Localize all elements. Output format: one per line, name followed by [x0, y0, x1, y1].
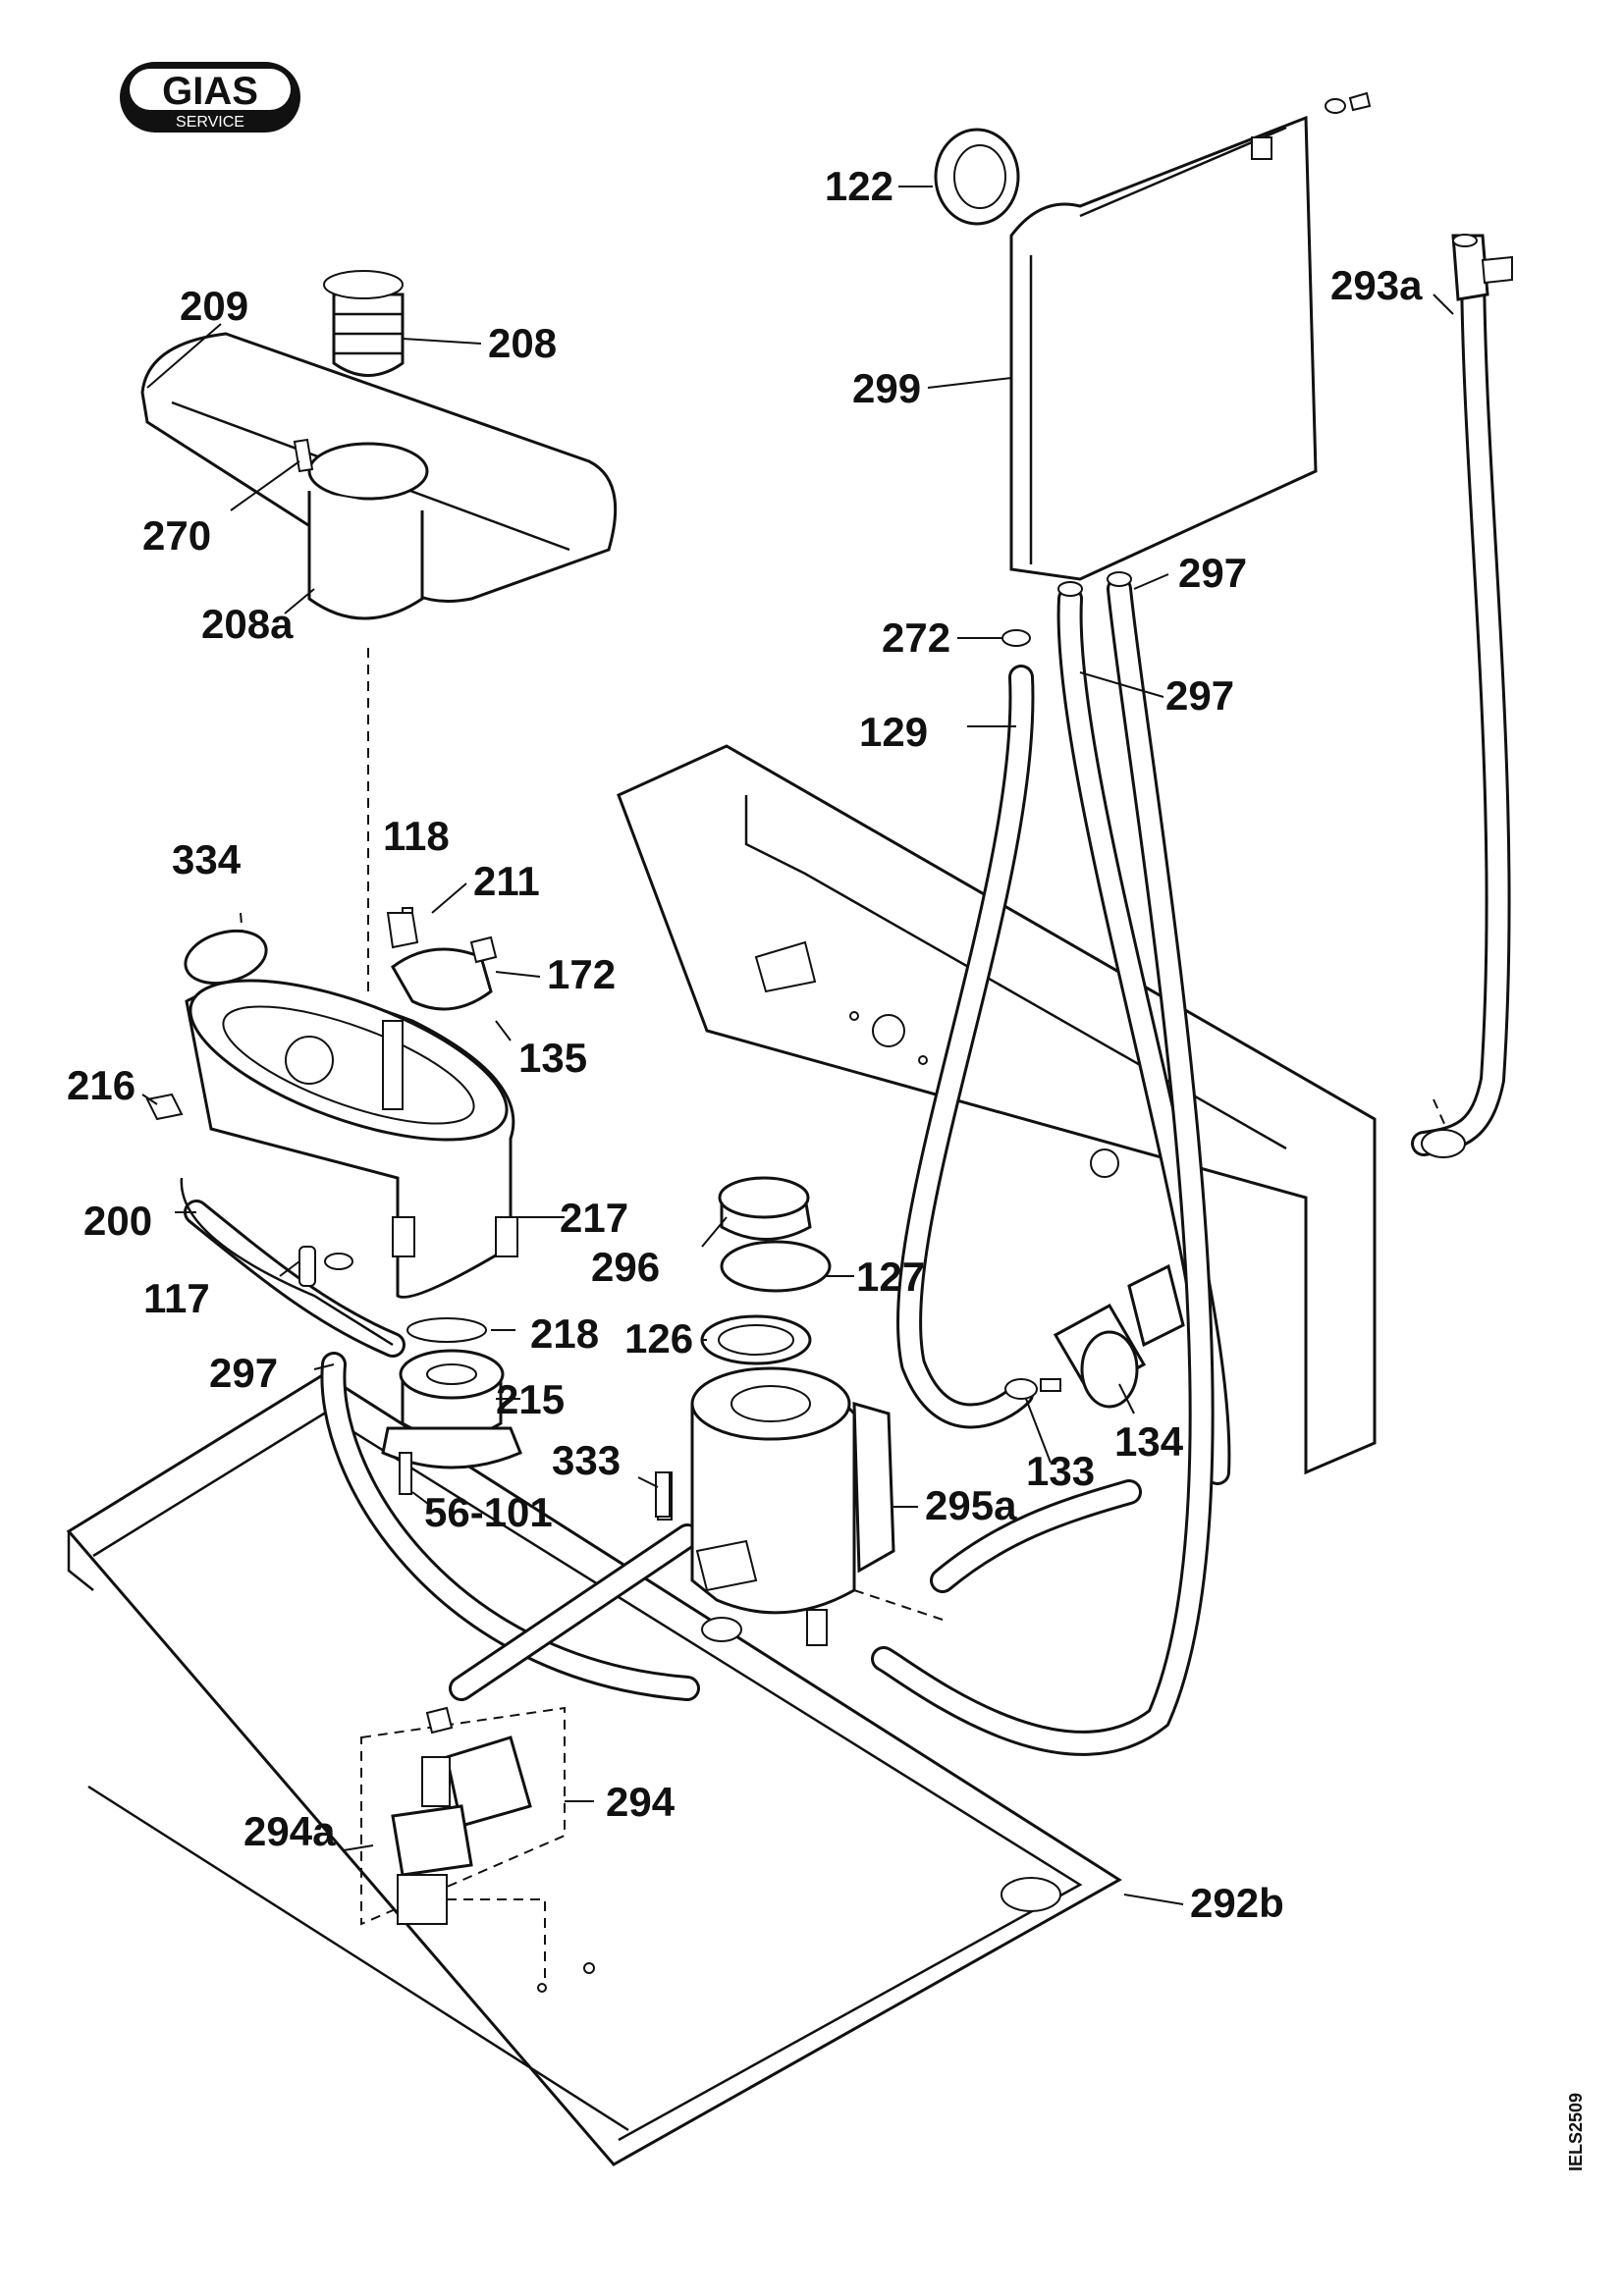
label-126: 126 — [624, 1315, 693, 1362]
label-296: 296 — [591, 1244, 660, 1290]
salt-container-lid — [140, 270, 618, 620]
small-parts-dispenser — [145, 907, 498, 1343]
label-292b: 292b — [1190, 1880, 1284, 1926]
label-56-101: 56-101 — [424, 1489, 553, 1535]
label-272: 272 — [882, 614, 950, 661]
cap-296 — [718, 1176, 812, 1241]
label-208: 208 — [488, 320, 557, 366]
logo-brand: GIAS — [162, 70, 258, 113]
label-297-mid: 297 — [1165, 672, 1234, 719]
label-294a: 294a — [243, 1808, 336, 1854]
label-172: 172 — [547, 951, 616, 997]
valve-294 — [360, 1706, 566, 1926]
leader-lines — [141, 186, 1454, 1905]
frame-panel — [617, 744, 1377, 1475]
label-297-low: 297 — [209, 1350, 278, 1396]
hose-clamp — [1107, 571, 1132, 587]
label-200: 200 — [83, 1198, 152, 1244]
inlet-hose-fitting — [1421, 234, 1513, 1158]
label-215: 215 — [496, 1376, 565, 1422]
dispenser-body — [185, 979, 518, 1299]
label-134: 134 — [1114, 1418, 1184, 1465]
sensor-333 — [655, 1471, 671, 1518]
pump-215 — [381, 1349, 522, 1495]
label-333: 333 — [552, 1437, 621, 1483]
hoses — [184, 242, 1511, 1756]
label-209: 209 — [180, 283, 248, 329]
ring-126-inner — [718, 1324, 794, 1356]
assembly-line — [447, 1898, 546, 1983]
logo-subtitle: SERVICE — [176, 114, 244, 131]
label-299: 299 — [852, 365, 921, 411]
label-135: 135 — [518, 1035, 587, 1081]
label-294: 294 — [606, 1779, 676, 1825]
label-211: 211 — [473, 858, 540, 904]
heater-block — [657, 1366, 895, 1646]
water-tank — [1009, 115, 1318, 581]
hose-clamp — [1057, 581, 1083, 597]
clamp-272 — [1001, 629, 1031, 647]
drawing-code: IELS2509 — [1566, 2093, 1586, 2171]
label-208a: 208a — [201, 601, 294, 647]
seal-200 — [180, 1177, 394, 1347]
gias-service-logo: GIAS SERVICE — [120, 62, 300, 133]
base-tray — [66, 1372, 1122, 2166]
label-270: 270 — [142, 512, 211, 559]
label-216: 216 — [67, 1062, 135, 1108]
part-number-labels: 122 209 208 293a 299 270 208a 297 272 29… — [67, 163, 1423, 1926]
label-127: 127 — [856, 1254, 925, 1300]
label-133: 133 — [1026, 1448, 1095, 1494]
label-129: 129 — [859, 709, 928, 755]
gasket-122 — [934, 128, 1020, 226]
label-218: 218 — [530, 1310, 599, 1357]
label-293a: 293a — [1330, 262, 1423, 308]
label-117: 117 — [143, 1275, 210, 1321]
assembly-line — [853, 1589, 944, 1621]
tank-fittings — [1325, 91, 1372, 114]
label-217: 217 — [560, 1195, 628, 1241]
label-122: 122 — [825, 163, 893, 209]
label-297-top: 297 — [1178, 550, 1247, 596]
label-295a: 295a — [925, 1482, 1017, 1528]
ring-127 — [720, 1240, 832, 1293]
valve-134 — [1040, 1263, 1185, 1409]
clamp-133 — [1004, 1378, 1038, 1400]
label-334: 334 — [172, 836, 242, 882]
label-118: 118 — [383, 813, 450, 859]
